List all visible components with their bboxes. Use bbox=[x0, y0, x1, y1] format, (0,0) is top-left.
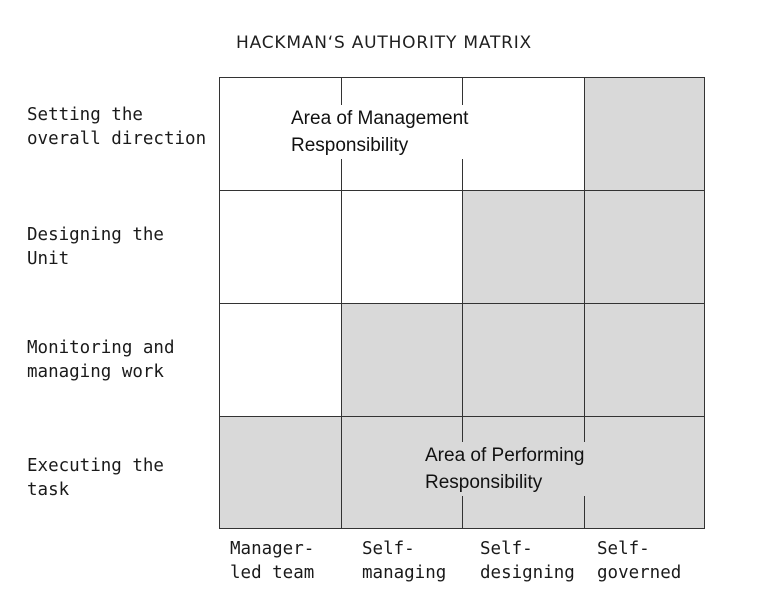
col-label-manager-led: Manager- led team bbox=[230, 539, 315, 583]
matrix-cell bbox=[463, 304, 585, 417]
matrix-cell bbox=[342, 191, 463, 304]
matrix-cell bbox=[220, 304, 342, 417]
performing-area-label: Area of Performing Responsibility bbox=[423, 442, 587, 496]
grid-line bbox=[341, 78, 342, 528]
row-label-direction: Setting the overall direction bbox=[27, 105, 207, 149]
grid-line bbox=[584, 78, 585, 528]
row-label-executing: Executing the task bbox=[27, 456, 164, 500]
row-label-monitoring: Monitoring and managing work bbox=[27, 338, 175, 382]
col-label-self-governed: Self- governed bbox=[597, 539, 682, 583]
col-label-self-managing: Self- managing bbox=[362, 539, 447, 583]
row-label-designing: Designing the Unit bbox=[27, 225, 164, 269]
col-label-self-designing: Self- designing bbox=[480, 539, 575, 583]
grid-line bbox=[462, 78, 463, 528]
matrix-cell bbox=[585, 78, 704, 191]
matrix-cell bbox=[585, 304, 704, 417]
matrix-cell bbox=[220, 191, 342, 304]
matrix-cell bbox=[342, 304, 463, 417]
matrix-cell bbox=[463, 78, 585, 191]
diagram-title: HACKMAN‘S AUTHORITY MATRIX bbox=[236, 33, 532, 53]
matrix-cell bbox=[463, 191, 585, 304]
matrix-cell bbox=[585, 191, 704, 304]
management-area-label: Area of Management Responsibility bbox=[289, 105, 471, 159]
authority-matrix-grid: Area of Management Responsibility Area o… bbox=[219, 77, 705, 529]
matrix-cell bbox=[220, 417, 342, 528]
matrix-cell bbox=[585, 417, 704, 528]
